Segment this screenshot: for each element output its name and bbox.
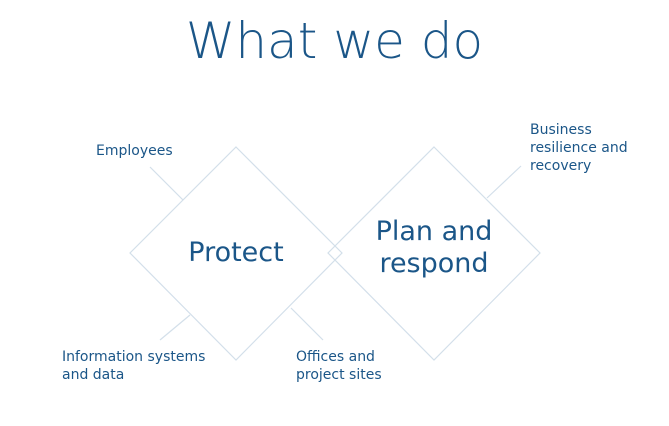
offices-label: Offices and project sites xyxy=(296,348,382,384)
employees-connector xyxy=(149,166,184,201)
protect-diamond xyxy=(129,146,343,361)
offices-line1: Offices and xyxy=(296,349,375,365)
offices-connector xyxy=(290,307,324,341)
offices-line2: project sites xyxy=(296,367,382,383)
plan-respond-label: Plan and respond xyxy=(354,216,514,280)
page-title: What we do xyxy=(185,12,484,70)
info-line2: and data xyxy=(62,367,125,383)
info-line1: Information systems xyxy=(62,349,206,365)
business-line1: Business xyxy=(530,122,592,138)
plan-respond-line1: Plan and xyxy=(375,216,493,247)
info-systems-connector xyxy=(159,314,191,341)
employees-label: Employees xyxy=(96,143,173,159)
plan-respond-diamond xyxy=(327,146,541,361)
business-label: Business resilience and recovery xyxy=(530,121,628,175)
business-line3: recovery xyxy=(530,158,592,174)
info-systems-label: Information systems and data xyxy=(62,348,205,384)
protect-label: Protect xyxy=(188,237,284,268)
business-connector xyxy=(486,165,522,199)
business-line2: resilience and xyxy=(530,140,628,156)
plan-respond-line2: respond xyxy=(379,248,489,279)
